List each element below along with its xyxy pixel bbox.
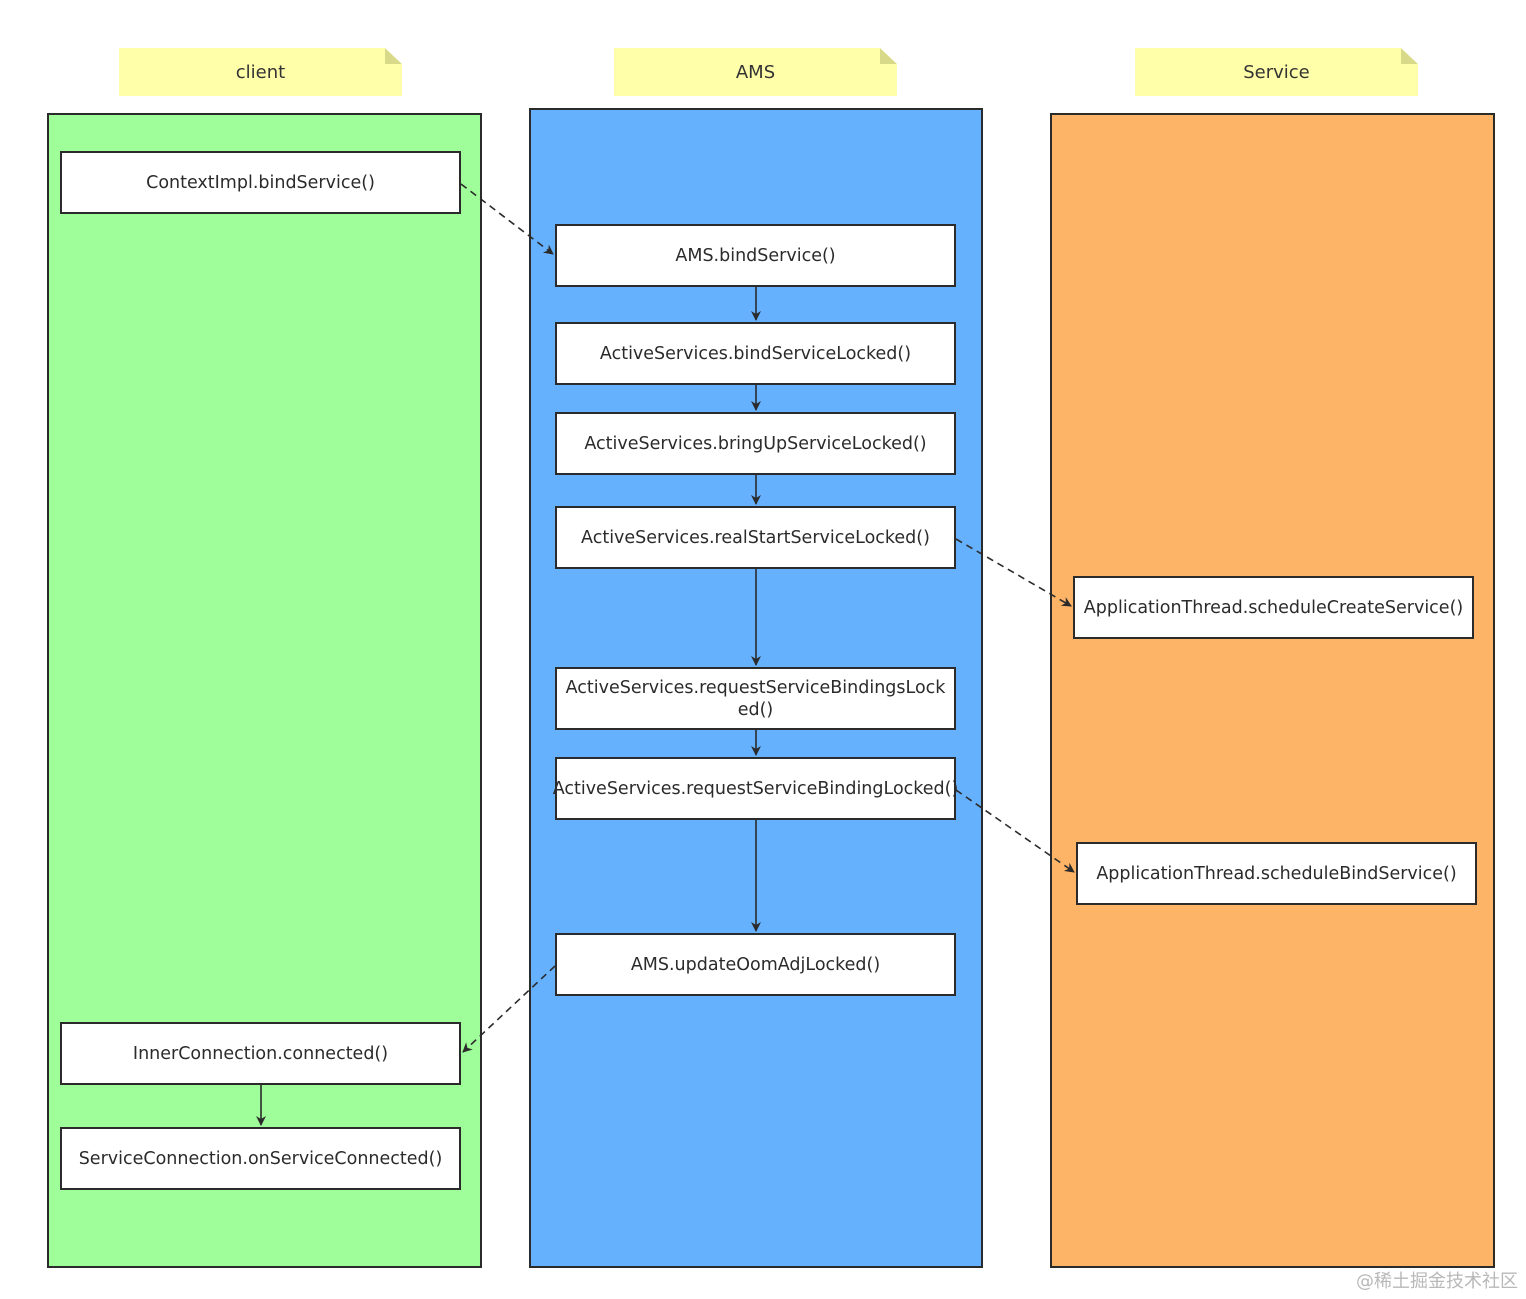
node-requestservicebindinglocked[interactable]: ActiveServices.requestServiceBindingLock… [552, 757, 959, 820]
node-bringupservicelocked[interactable]: ActiveServices.bringUpServiceLocked() [555, 412, 956, 475]
edge-context-to-ams-bindservice [460, 183, 554, 255]
node-label: ActiveServices.requestServiceBindingsLoc… [565, 677, 946, 720]
node-schedulebindservice[interactable]: ApplicationThread.scheduleBindService() [1076, 842, 1477, 905]
node-label: AMS.updateOomAdjLocked() [630, 954, 881, 975]
node-label: ActiveServices.bringUpServiceLocked() [584, 433, 927, 454]
edge-requestbinding-to-schedulebind [955, 789, 1075, 873]
node-requestservicebindingslocked[interactable]: ActiveServices.requestServiceBindingsLoc… [555, 667, 956, 730]
service-lane-label: Service [1243, 61, 1310, 83]
service-lane-title: Service [1135, 48, 1418, 96]
node-label: ActiveServices.realStartServiceLocked() [581, 527, 930, 548]
node-label: ServiceConnection.onServiceConnected() [78, 1148, 443, 1169]
node-realstartservicelocked[interactable]: ActiveServices.realStartServiceLocked() [555, 506, 956, 569]
node-bindservicelocked[interactable]: ActiveServices.bindServiceLocked() [555, 322, 956, 385]
client-lane-label: client [235, 61, 286, 83]
node-updateoomadjlocked[interactable]: AMS.updateOomAdjLocked() [555, 933, 956, 996]
node-label: InnerConnection.connected() [132, 1043, 389, 1064]
node-ams-bindservice[interactable]: AMS.bindService() [555, 224, 956, 287]
node-contextimpl-bindservice[interactable]: ContextImpl.bindService() [60, 151, 461, 214]
node-label: ApplicationThread.scheduleCreateService(… [1083, 597, 1464, 618]
service-lane [1050, 113, 1495, 1268]
node-label: ActiveServices.requestServiceBindingLock… [552, 778, 959, 799]
node-label: ApplicationThread.scheduleBindService() [1096, 863, 1457, 884]
watermark: @稀土掘金技术社区 [1356, 1271, 1518, 1292]
edge-realstart-to-schedulecreate [955, 538, 1072, 607]
node-label: ActiveServices.bindServiceLocked() [599, 343, 912, 364]
ams-lane-label: AMS [735, 61, 776, 83]
node-label: AMS.bindService() [675, 245, 836, 266]
node-serviceconnection-onserviceconnected[interactable]: ServiceConnection.onServiceConnected() [60, 1127, 461, 1190]
edge-updateoomadj-to-innerconnection [462, 965, 556, 1053]
node-label: ContextImpl.bindService() [146, 172, 375, 193]
node-schedulecreateservice[interactable]: ApplicationThread.scheduleCreateService(… [1073, 576, 1474, 639]
node-innerconnection-connected[interactable]: InnerConnection.connected() [60, 1022, 461, 1085]
client-lane-title: client [119, 48, 402, 96]
ams-lane-title: AMS [614, 48, 897, 96]
